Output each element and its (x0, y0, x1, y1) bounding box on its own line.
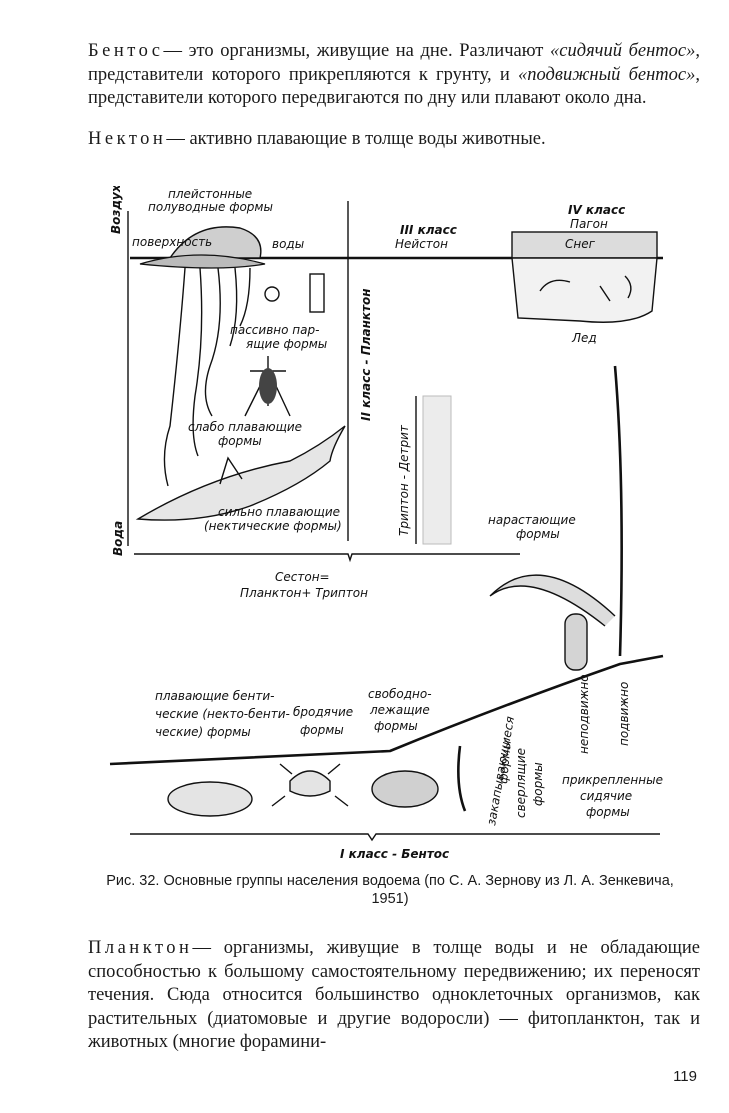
label-passive-2: ящие формы (246, 337, 327, 351)
ice-block (511, 257, 658, 323)
tentacle (239, 267, 251, 327)
mussel-shell (371, 770, 439, 808)
label-snow: Снег (565, 237, 596, 251)
label-strong-swimmers-2: (нектические формы) (204, 519, 342, 533)
label-class4: IV класс (568, 203, 625, 217)
label-weak-swimmers-2: формы (218, 434, 262, 448)
text-segment: — это организмы, живущие на дне. Различа… (163, 41, 550, 61)
label-boring-2: формы (531, 762, 545, 806)
label-free-3: формы (374, 719, 418, 733)
label-immobile: неподвижно (577, 674, 591, 754)
label-water: Вода (111, 521, 125, 556)
plankton-sphere (264, 286, 280, 302)
label-attached-2: сидячие (580, 789, 632, 803)
label-class3: III класс (400, 223, 457, 237)
text-segment: — активно плавающие в толще воды животны… (166, 129, 546, 149)
label-swim-benthic-2: ческие (некто-бенти- (155, 707, 290, 721)
label-boring-1: сверлящие (514, 748, 528, 818)
ice-organism (539, 275, 632, 302)
label-seston-1: Сестон= (275, 570, 330, 584)
label-attached-3: формы (586, 805, 630, 819)
figure-caption: Рис. 32. Основные группы населения водое… (106, 873, 674, 907)
diatom-chain (309, 273, 325, 313)
label-air: Воздух (109, 186, 123, 234)
label-growing-1: нарастающие (488, 513, 576, 527)
tentacle (204, 267, 221, 417)
label-strong-swimmers-1: сильно плавающие (218, 505, 340, 519)
shark-fin (219, 456, 243, 485)
copepod-body (259, 368, 277, 404)
term-nekton: Нектон (88, 129, 167, 149)
label-class1-benthos: I класс - Бентос (340, 847, 449, 861)
label-swim-benthic-3: ческие) формы (155, 725, 251, 739)
paragraph-plankton: Планктон— организмы, живущие в толще вод… (88, 937, 700, 1055)
kelp-frond (489, 574, 616, 627)
text-segment: , представители которого передвигаются п… (88, 64, 700, 109)
label-mobile: подвижно (617, 682, 631, 746)
label-tripton: Триптон - Детрит (397, 424, 411, 536)
label-pagon: Пагон (570, 217, 608, 231)
label-free-1: свободно- (368, 687, 432, 701)
label-burrowing-2: формы (496, 739, 514, 784)
label-wandering-1: бродячие (293, 705, 353, 719)
shark (135, 425, 346, 521)
physalia-float (168, 226, 262, 259)
term-plankton: Планктон (88, 938, 193, 958)
term-sessile-benthos: «сидячий бентос» (550, 41, 696, 61)
text-segment: — организмы, живущие в толще воды и не о… (88, 938, 700, 1052)
label-seston-2: Планктон+ Триптон (240, 586, 368, 600)
sponge-tube (564, 613, 588, 671)
benthos-bracket (130, 833, 660, 842)
crab (271, 763, 349, 807)
label-growing-2: формы (516, 527, 560, 541)
label-class2-plankton: II класс - Планктон (359, 288, 373, 421)
label-free-2: лежащие (369, 703, 430, 717)
snow-layer (511, 231, 658, 259)
figure-water-body-groups: Воздух Вода плейстонные полуводные формы… (109, 186, 664, 861)
label-surface: поверхность (132, 235, 212, 249)
tentacle (163, 267, 186, 487)
sea-bottom (109, 654, 664, 766)
label-attached-1: прикрепленные (562, 773, 663, 787)
term-benthos: Бентос (88, 41, 164, 61)
label-weak-swimmers-1: слабо плавающие (188, 420, 302, 434)
label-pleuston: плейстонные (168, 187, 252, 201)
seston-bracket (134, 553, 520, 563)
text-segment: , представители которого прикрепляются к… (88, 41, 700, 85)
label-passive-1: пассивно пар- (230, 323, 319, 337)
paragraph-nekton: Нектон— активно плавающие в толще воды ж… (88, 128, 700, 152)
burrowing-worm (457, 745, 467, 812)
seaweed-stalk (613, 365, 623, 657)
jellyfish-bell (139, 254, 266, 269)
term-mobile-benthos: «подвижный бентос» (518, 64, 696, 85)
label-neuston: Нейстон (395, 237, 448, 251)
tentacle (229, 267, 238, 347)
label-wandering-2: формы (300, 723, 344, 737)
tripton-column (422, 395, 452, 545)
tentacle (192, 267, 203, 457)
label-semiaquatic: полуводные формы (148, 200, 273, 214)
label-ice: Лед (571, 331, 597, 345)
label-water-surface: воды (272, 237, 304, 251)
page-number: 119 (673, 1068, 697, 1085)
flounder (167, 781, 253, 817)
label-swim-benthic-1: плавающие бенти- (155, 689, 274, 703)
paragraph-benthos: Бентос— это организмы, живущие на дне. Р… (88, 40, 700, 111)
